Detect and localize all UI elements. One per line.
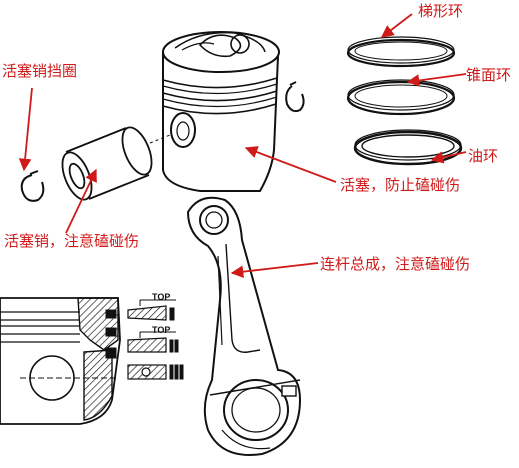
label-piston-pin: 活塞销，注意磕碰伤 <box>4 232 140 250</box>
circlip-right <box>285 81 305 113</box>
top-mark-1: TOP <box>152 292 170 302</box>
ring-section-taper <box>127 331 179 353</box>
arrow-circlip <box>18 87 33 172</box>
arrow-piston-pin <box>65 168 97 234</box>
oil-ring <box>353 129 463 166</box>
ring-section-oil <box>127 364 184 380</box>
label-pin-circlip: 活塞销挡圈 <box>2 62 78 80</box>
top-mark-2: TOP <box>152 325 170 335</box>
arrow-trapezoid-ring <box>381 13 413 38</box>
label-piston: 活塞，防止磕碰伤 <box>340 176 461 194</box>
arrow-taper-ring <box>406 73 467 87</box>
piston <box>162 31 280 192</box>
piston-pin <box>61 126 153 201</box>
label-oil-ring: 油环 <box>468 147 499 165</box>
arrow-oil-ring <box>430 151 467 164</box>
label-trapezoid-ring: 梯形环 <box>418 2 464 20</box>
arrow-conrod <box>230 262 319 278</box>
trapezoid-ring <box>346 36 456 68</box>
circlip-left <box>20 170 45 202</box>
taper-ring <box>346 79 456 116</box>
connecting-rod <box>186 196 302 456</box>
label-conrod-assembly: 连杆总成，注意磕碰伤 <box>320 255 471 273</box>
label-taper-ring: 锥面环 <box>466 66 512 84</box>
ring-section-trapezoid <box>127 299 176 321</box>
arrow-piston <box>244 146 337 183</box>
piston-section-view <box>0 297 121 425</box>
